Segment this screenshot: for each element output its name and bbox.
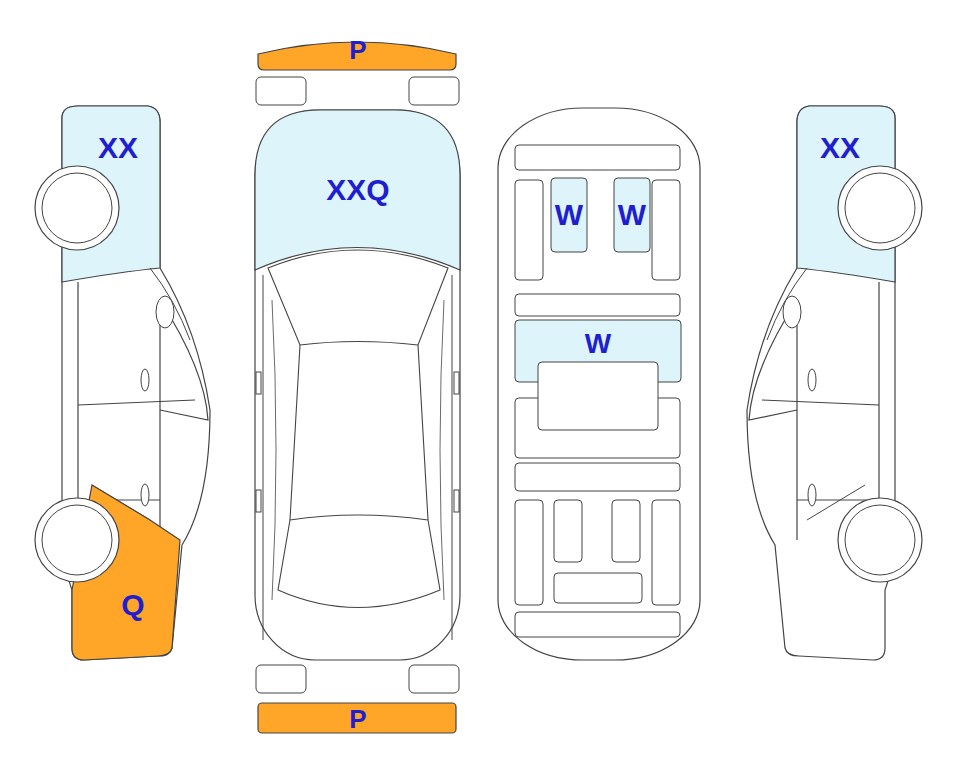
damage-code: P <box>349 706 366 732</box>
damage-code: W <box>555 200 583 230</box>
damage-code: P <box>349 37 366 63</box>
damage-code: XX <box>98 133 138 163</box>
damage-code: Q <box>121 590 144 620</box>
damage-code: XX <box>820 133 860 163</box>
damage-code: W <box>585 330 611 358</box>
damage-code: W <box>618 200 646 230</box>
damage-code: XXQ <box>326 175 389 205</box>
